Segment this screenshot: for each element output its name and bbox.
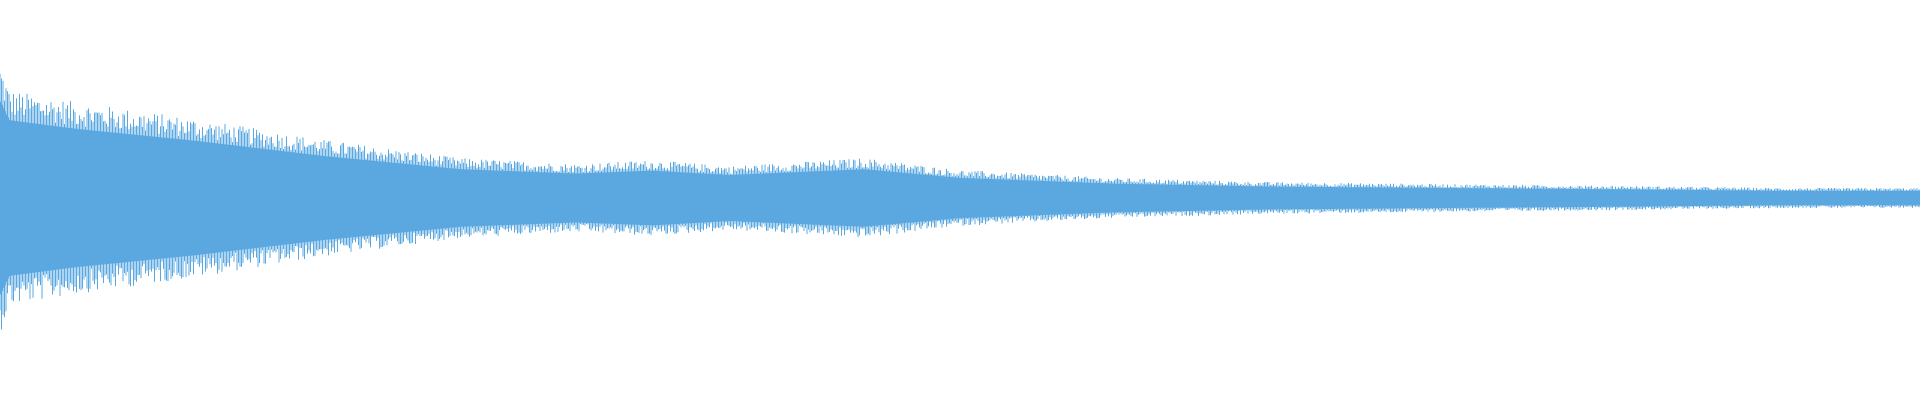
waveform-peaks <box>0 73 1920 330</box>
